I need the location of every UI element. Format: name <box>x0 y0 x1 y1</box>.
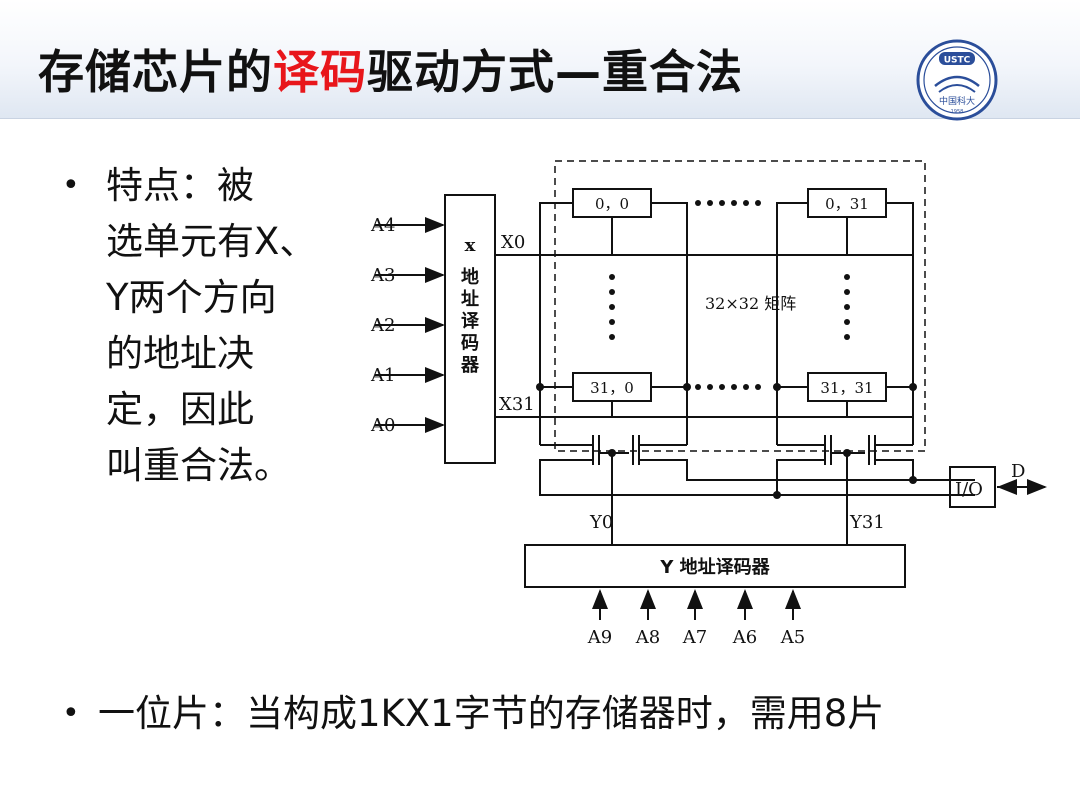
matrix-boundary <box>554 160 926 452</box>
x-input-label: A1 <box>370 365 395 386</box>
x-decoder-char: x <box>465 235 476 256</box>
io-box <box>949 466 996 508</box>
bullet-dot: • <box>62 696 80 731</box>
io-label: I/O <box>955 479 983 500</box>
feature-line: 的地址决 <box>106 332 254 375</box>
cell-label: 31，0 <box>590 379 634 397</box>
title-highlight: 译码 <box>273 45 367 99</box>
bullet-one-bit-chip-text: 一位片：当构成1KX1字节的存储器时，需用8片 <box>98 692 885 735</box>
data-label: D <box>1011 461 1025 482</box>
bullet-features-text: 特点：被 选单元有X、 Y两个方向 的地址决 定，因此 叫重合法。 <box>106 158 356 494</box>
y-output-label: Y31 <box>849 512 885 533</box>
cell-label: 0，0 <box>595 195 629 213</box>
x-input-label: A3 <box>370 265 395 286</box>
x-decoder-char: 址 <box>461 289 479 310</box>
x-input-label: A4 <box>370 215 395 236</box>
x-input-label: A2 <box>370 315 395 336</box>
x-output-label: X0 <box>501 232 525 253</box>
logo-subtext: 中国科大 <box>939 95 975 107</box>
cell-label: 31，31 <box>820 379 873 397</box>
x-decoder-char: 码 <box>461 333 479 354</box>
coincident-decoding-diagram: 0，0 0，31 31，0 31，31 32×32 矩阵 x 地 址 译 码 器… <box>370 160 1047 648</box>
y-input-label: A9 <box>587 627 612 648</box>
ustc-logo: USTC 中国科大 1958 <box>916 39 998 121</box>
title-part2: 驱动方式—重合法 <box>367 45 743 99</box>
x-input-label: A0 <box>370 415 395 436</box>
x-decoder-char: 器 <box>460 355 480 376</box>
title-part1: 存储芯片的 <box>38 45 273 99</box>
y-decoder-label: Y 地址译码器 <box>659 556 770 578</box>
x-decoder-box <box>444 194 496 464</box>
logo-year: 1958 <box>951 109 964 115</box>
feature-line: 选单元有X、 <box>106 220 317 263</box>
y-input-label: A6 <box>732 627 757 648</box>
y-output-label: Y0 <box>589 512 613 533</box>
feature-line: 叫重合法。 <box>106 444 291 487</box>
logo-text: USTC <box>944 56 971 66</box>
feature-line: 定，因此 <box>106 388 254 431</box>
feature-line: Y两个方向 <box>106 276 277 319</box>
slide-title: 存储芯片的译码驱动方式—重合法 <box>38 36 743 102</box>
x-decoder-char: 地 <box>461 266 479 288</box>
matrix-label: 32×32 矩阵 <box>705 294 796 313</box>
y-decoder-box <box>524 544 906 588</box>
feature-line: 特点：被 <box>106 164 254 207</box>
cell-label: 0，31 <box>825 195 869 213</box>
y-input-label: A8 <box>635 627 660 648</box>
x-output-label: X31 <box>499 394 535 415</box>
y-input-label: A5 <box>780 627 805 648</box>
y-input-label: A7 <box>682 627 707 648</box>
x-decoder-char: 译 <box>461 311 480 332</box>
bullet-dot: • <box>62 168 80 203</box>
slide-header <box>0 0 1080 119</box>
